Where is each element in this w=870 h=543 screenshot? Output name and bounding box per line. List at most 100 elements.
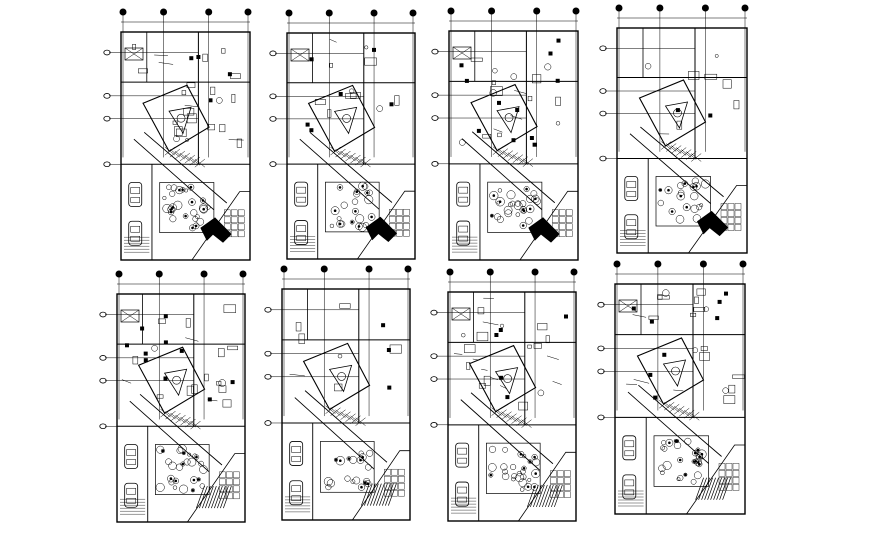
paving-tile [384, 476, 390, 482]
furniture [471, 58, 482, 61]
car-window [458, 487, 467, 493]
furniture [222, 49, 226, 54]
floor-plan [598, 261, 746, 514]
furniture [697, 289, 706, 295]
car [129, 221, 142, 245]
tree-trunk [361, 486, 363, 488]
tree [663, 461, 671, 469]
column [718, 300, 721, 303]
paving-tile [564, 485, 570, 491]
diagonal-wall [471, 393, 553, 464]
paving-tile [728, 218, 734, 224]
fixture [500, 324, 504, 328]
floor-plan [270, 10, 416, 259]
car-window [297, 226, 306, 232]
tree [345, 476, 351, 482]
car-window [292, 446, 301, 452]
diagonal-wall [300, 139, 379, 209]
car [623, 475, 636, 499]
furniture [705, 74, 717, 79]
tree [489, 446, 496, 453]
furniture [211, 87, 215, 95]
tree-trunk [699, 463, 701, 465]
central-diagonal-room [143, 85, 209, 151]
paving-tile [396, 216, 402, 222]
paving-tile [735, 211, 741, 217]
paving-tile [733, 484, 739, 490]
tree [156, 483, 164, 491]
door-swing [547, 356, 559, 360]
tree [488, 463, 496, 471]
door-swing [500, 386, 507, 389]
tree [330, 224, 334, 228]
grid-axis-marker [534, 8, 540, 14]
column [306, 123, 309, 126]
tree [658, 200, 664, 206]
fixture [538, 390, 544, 396]
diagonal-wall [140, 394, 222, 465]
car [456, 443, 469, 467]
tree-trunk [493, 195, 495, 197]
car-window [459, 187, 468, 193]
furniture [464, 345, 475, 353]
tree [691, 205, 699, 213]
furniture [390, 345, 402, 353]
door-swing [494, 129, 503, 132]
tree-trunk [362, 185, 364, 187]
car-window [297, 197, 306, 202]
door-swing [514, 90, 526, 93]
car-window [127, 498, 136, 503]
tree-trunk [523, 468, 525, 470]
diagonal-wall [130, 401, 209, 472]
column [460, 64, 463, 67]
car [625, 215, 638, 239]
garden-bed [654, 436, 709, 487]
tree-trunk [170, 478, 172, 480]
paving-tile [728, 211, 734, 217]
tree-trunk [526, 188, 528, 190]
column [495, 334, 498, 337]
column [465, 79, 468, 82]
column [197, 56, 200, 59]
skylight [666, 102, 688, 128]
floor-plan [100, 271, 246, 522]
paving-tile [231, 231, 237, 237]
tree-trunk [490, 474, 492, 476]
tree-trunk [362, 456, 364, 458]
tree-trunk [529, 461, 531, 463]
tree-trunk [190, 186, 192, 188]
diagonal-wall [628, 392, 709, 463]
door-swing [290, 374, 305, 376]
core-feature [505, 114, 513, 122]
tree-trunk [198, 479, 200, 481]
tree-trunk [676, 440, 678, 442]
door-swing [634, 379, 649, 383]
furniture [701, 346, 707, 350]
furniture [220, 125, 226, 132]
grid-axis-marker [156, 271, 162, 277]
tree-trunk [364, 482, 366, 484]
paving-tile [733, 477, 739, 483]
tree-trunk [182, 463, 184, 465]
tree [206, 205, 210, 209]
column [663, 353, 666, 356]
door-swing [330, 39, 337, 42]
furniture [724, 396, 735, 404]
door-swing [159, 62, 173, 64]
diagonal-wall [144, 132, 227, 203]
tree-trunk [686, 206, 688, 208]
paving-tile [719, 470, 725, 476]
car [295, 182, 308, 206]
column [141, 327, 144, 330]
tree-trunk [529, 208, 531, 210]
tree [353, 477, 360, 484]
floor-plan [265, 266, 411, 520]
furniture [228, 346, 238, 350]
furniture [223, 400, 231, 407]
tree-trunk [192, 490, 194, 492]
furniture [219, 386, 226, 393]
tree-trunk [340, 460, 342, 462]
tree-trunk [694, 452, 696, 454]
tree [163, 204, 172, 213]
